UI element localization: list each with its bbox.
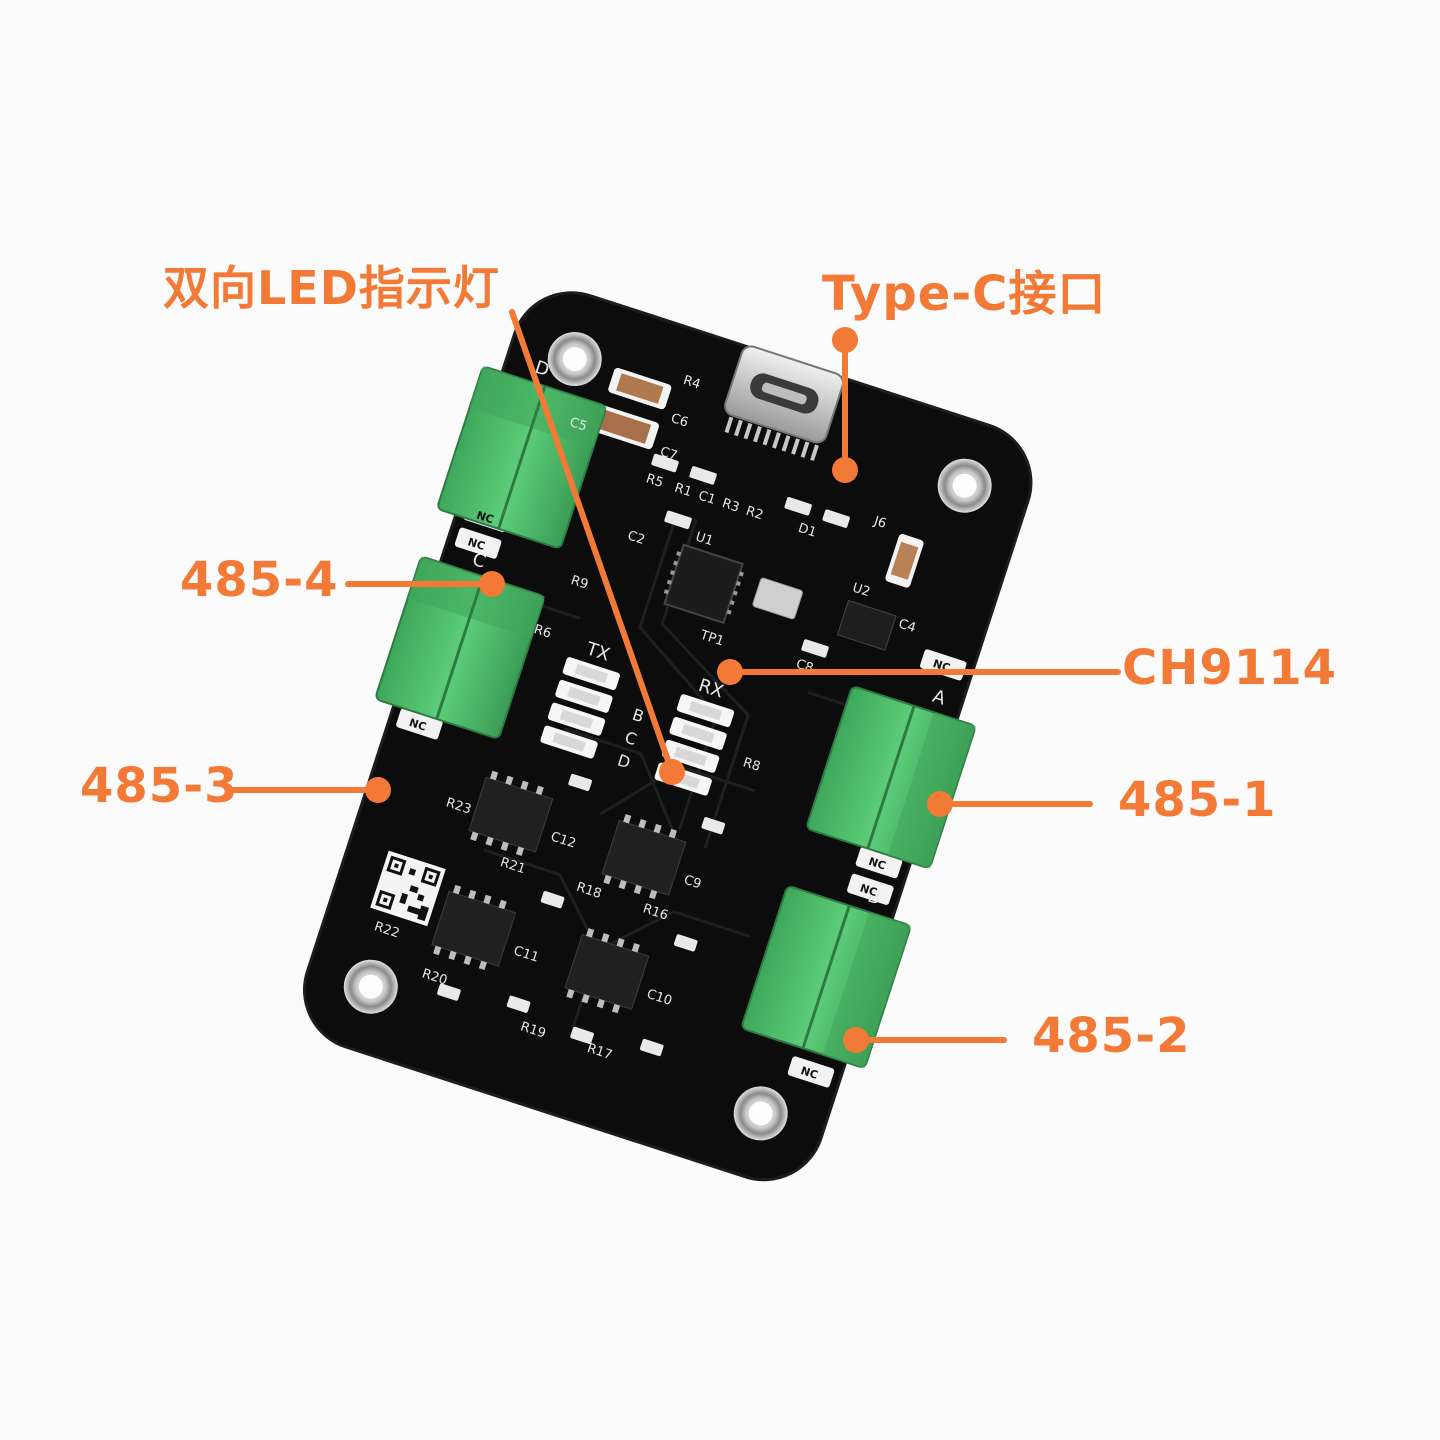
silk-nc: NC bbox=[867, 855, 887, 873]
transceiver-chip bbox=[431, 776, 687, 1011]
silk-ref: R4 bbox=[681, 373, 702, 393]
silk-ref: R5 bbox=[644, 471, 665, 491]
terminal-block-485-3 bbox=[375, 556, 545, 739]
terminal-block-485-1 bbox=[806, 686, 976, 869]
led-indicator-label: 双向LED指示灯 bbox=[163, 261, 500, 315]
silk-nc: NC bbox=[799, 1064, 819, 1082]
ch9114-chip bbox=[663, 543, 744, 625]
capacitor bbox=[885, 534, 924, 588]
silk-ref: C6 bbox=[669, 411, 690, 431]
port-485-4-label: 485-4 bbox=[180, 552, 339, 608]
silk-port-d: D bbox=[532, 357, 552, 381]
silk-d: D bbox=[615, 750, 633, 772]
port-485-2-label: 485-2 bbox=[1032, 1008, 1191, 1064]
silk-nc: NC bbox=[466, 535, 486, 553]
silk-ref: U2 bbox=[850, 580, 872, 600]
port-485-3-label: 485-3 bbox=[80, 758, 239, 814]
silk-ref: C1 bbox=[696, 488, 717, 508]
silk-ref: C4 bbox=[897, 616, 918, 636]
silk-ref: TP1 bbox=[697, 627, 725, 649]
silk-ref: C2 bbox=[625, 528, 646, 548]
silk-ref: R2 bbox=[744, 504, 765, 524]
silk-ref: R3 bbox=[720, 496, 741, 516]
pcb-board: TX RX B C D D C A B R4 C6 C5 C7 R5 R1 C1… bbox=[302, 291, 1033, 1182]
qr-code bbox=[370, 850, 446, 927]
silk-ref: J6 bbox=[871, 514, 888, 532]
capacitor bbox=[589, 404, 659, 450]
port-485-1-label: 485-1 bbox=[1118, 772, 1277, 828]
ch9114-label: CH9114 bbox=[1122, 640, 1337, 696]
typec-label: Type-C接口 bbox=[822, 266, 1107, 322]
capacitor bbox=[608, 367, 672, 410]
silk-nc: NC bbox=[407, 716, 427, 734]
tx-led-row bbox=[540, 657, 620, 759]
terminal-block-485-2 bbox=[741, 886, 912, 1069]
silk-ref: R6 bbox=[532, 622, 553, 642]
silk-ref: U1 bbox=[693, 529, 715, 549]
silk-ref: R9 bbox=[569, 573, 590, 593]
silk-ref: R1 bbox=[673, 481, 694, 501]
terminal-block-485-4 bbox=[437, 366, 607, 549]
silk-c: C bbox=[623, 728, 639, 750]
callout-dots bbox=[365, 327, 953, 1053]
silk-nc: NC bbox=[858, 881, 878, 899]
callout-lines bbox=[225, 309, 1121, 1043]
silk-port-c: C bbox=[470, 549, 488, 573]
silk-ref: R8 bbox=[741, 755, 762, 775]
usb-c-connector bbox=[724, 345, 844, 461]
silk-nc: NC bbox=[475, 509, 495, 527]
silk-ref: D1 bbox=[796, 521, 818, 541]
silk-ref: C7 bbox=[658, 444, 679, 464]
silk-ref: C5 bbox=[568, 415, 589, 435]
rx-led-row bbox=[654, 694, 735, 796]
silk-ref: C9 bbox=[682, 873, 703, 893]
silk-port-b: B bbox=[865, 886, 883, 910]
